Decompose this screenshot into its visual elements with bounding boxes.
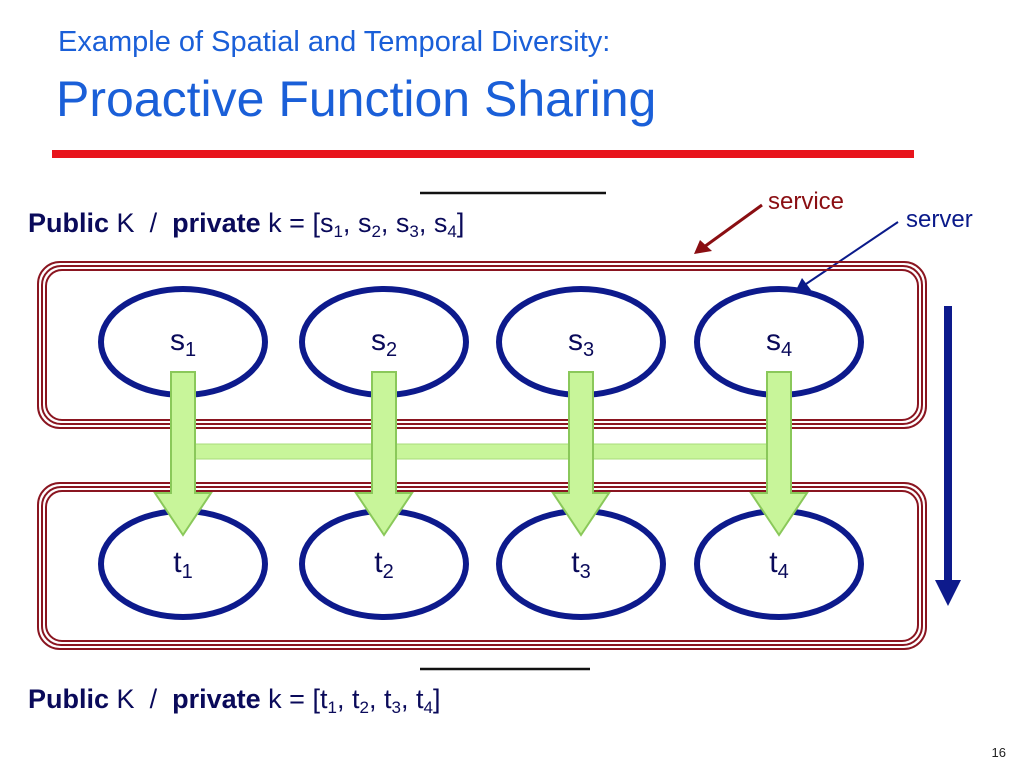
- share-element: t3: [383, 684, 401, 717]
- public-key: K: [116, 684, 135, 714]
- node-label-s3: s3: [567, 324, 595, 361]
- public-word: Public: [28, 208, 110, 238]
- share-arrow-4: [749, 371, 809, 537]
- public-word: Public: [28, 684, 110, 714]
- service-callout-arrow: [694, 203, 763, 254]
- equals-open: = [: [289, 684, 320, 714]
- share-element: t2: [351, 684, 369, 717]
- service-label: service: [768, 188, 845, 215]
- service-group-bottom: [37, 482, 927, 650]
- key-equation-bottom: Public K / private k = [t1, t2, t3, t4]: [28, 684, 441, 717]
- private-word: private: [172, 684, 261, 714]
- share-element: t4: [415, 684, 433, 717]
- node-label-s1: s1: [169, 324, 197, 361]
- share-arrow-3: [551, 371, 611, 537]
- share-element: t1: [319, 684, 337, 717]
- sharing-bar: [187, 443, 789, 460]
- slide-subtitle: Example of Spatial and Temporal Diversit…: [58, 26, 611, 58]
- node-label-t1: t1: [173, 546, 193, 583]
- node-label-t2: t2: [374, 546, 394, 583]
- private-key: k: [268, 208, 282, 238]
- share-element: s4: [433, 208, 457, 241]
- public-key: K: [116, 208, 135, 238]
- node-label-t3: t3: [571, 546, 591, 583]
- private-key: k: [268, 684, 282, 714]
- bracket-close: ]: [432, 684, 441, 714]
- server-callout-arrow: [796, 221, 899, 290]
- slide-title: Proactive Function Sharing: [56, 71, 657, 127]
- key-equation-top: Public K / private k = [s1, s2, s3, s4]: [28, 208, 465, 241]
- title-divider: [52, 150, 914, 158]
- share-arrow-1: [153, 371, 213, 537]
- private-word: private: [172, 208, 261, 238]
- equals-open: = [: [289, 208, 320, 238]
- server-label: server: [906, 206, 973, 233]
- share-element: s1: [319, 208, 343, 241]
- share-arrow-2: [354, 371, 414, 537]
- node-label-t4: t4: [769, 546, 789, 583]
- time-arrow: [935, 306, 961, 606]
- share-element: s2: [357, 208, 381, 241]
- service-group-top: [37, 261, 927, 429]
- share-element: s3: [395, 208, 419, 241]
- page-number: 16: [991, 745, 1006, 760]
- node-label-s2: s2: [370, 324, 398, 361]
- key-separator: /: [149, 684, 158, 714]
- bracket-close: ]: [456, 208, 465, 238]
- key-separator: /: [149, 208, 158, 238]
- node-label-s4: s4: [765, 324, 793, 361]
